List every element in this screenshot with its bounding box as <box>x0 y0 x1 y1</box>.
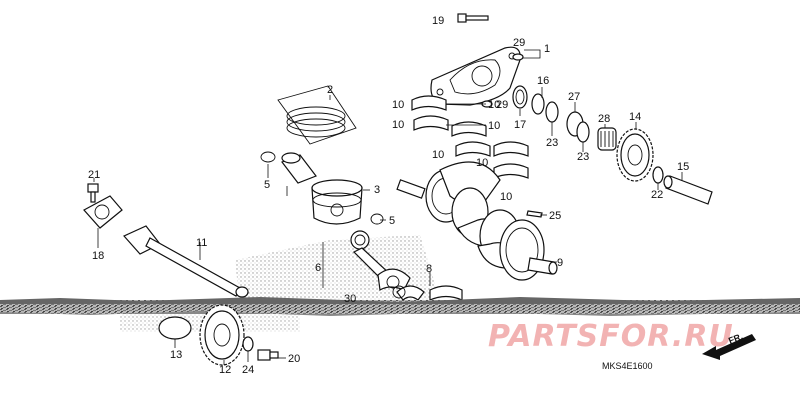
callout-17: 17 <box>514 119 526 131</box>
tear-edge-top <box>0 297 800 304</box>
bolt-19 <box>457 13 489 23</box>
watermark-text: PARTSFOR.RU <box>488 319 734 354</box>
washer-22 <box>652 166 664 184</box>
callout-10-g: 10 <box>500 191 512 203</box>
callout-25: 25 <box>549 210 561 222</box>
callout-20: 20 <box>288 353 300 365</box>
connecting-rod <box>350 230 411 291</box>
callout-2: 2 <box>327 84 333 96</box>
callout-12: 12 <box>219 364 231 376</box>
washer-24 <box>242 336 254 352</box>
callout-19: 19 <box>432 15 444 27</box>
callout-1: 1 <box>544 43 550 55</box>
callout-5: 5 <box>264 179 270 191</box>
callout-21: 21 <box>88 169 100 181</box>
piston-pin <box>281 152 317 184</box>
crankshaft <box>396 161 558 281</box>
tear-edge-bottom <box>0 311 800 316</box>
oil-seal-17 <box>512 85 528 109</box>
diagram-code: MKS4E1600 <box>602 361 653 371</box>
callout-18: 18 <box>92 250 104 262</box>
callout-10-b: 10 <box>392 119 404 131</box>
leader-lines <box>93 49 683 365</box>
callout-14: 14 <box>629 111 641 123</box>
callout-9: 9 <box>557 257 563 269</box>
callout-28: 28 <box>598 113 610 125</box>
dowel-pin-29 <box>481 53 524 108</box>
shaft-15 <box>663 175 713 205</box>
thrust-washer-23b <box>576 121 590 143</box>
gear-12 <box>199 304 245 366</box>
callout-23-b: 23 <box>577 151 589 163</box>
piston-pin-clip <box>260 151 276 163</box>
callout-24: 24 <box>242 364 254 376</box>
callout-6: 6 <box>315 262 321 274</box>
needle-bearing-28 <box>597 127 617 151</box>
callout-13: 13 <box>170 349 182 361</box>
front-direction-arrow: FR. <box>702 331 756 360</box>
seal-13 <box>158 316 192 340</box>
oil-pump-cover <box>430 46 521 106</box>
callout-29-b: 29 <box>496 99 508 111</box>
callout-30: 30 <box>344 293 356 305</box>
bolt-21 <box>87 183 99 203</box>
callout-10-a: 10 <box>392 99 404 111</box>
callout-8: 8 <box>426 263 432 275</box>
callout-15: 15 <box>677 161 689 173</box>
callout-10-f: 10 <box>476 157 488 169</box>
callout-29-a: 29 <box>513 37 525 49</box>
piston-ring-set <box>277 85 357 145</box>
bolt-20 <box>257 349 279 361</box>
washer-16 <box>531 93 545 115</box>
callout-10-e: 10 <box>432 149 444 161</box>
piston-pin-clip-2 <box>370 213 384 225</box>
callout-27: 27 <box>568 91 580 103</box>
callout-16: 16 <box>537 75 549 87</box>
callout-11: 11 <box>196 237 207 249</box>
clip-small <box>392 285 406 299</box>
callout-5-b: 5 <box>389 215 395 227</box>
woodruff-key <box>526 210 543 218</box>
callout-10-c: 10 <box>488 99 500 111</box>
thrust-washer-23 <box>545 101 559 123</box>
callout-10-d: 10 <box>488 120 500 132</box>
gasket-18 <box>83 195 123 229</box>
gear-14 <box>616 128 654 182</box>
shaft-11 <box>123 225 249 298</box>
callout-23-a: 23 <box>546 137 558 149</box>
piston <box>311 179 363 225</box>
callout-22: 22 <box>651 189 663 201</box>
bearing-shells <box>411 95 529 301</box>
callout-3: 3 <box>374 184 380 196</box>
